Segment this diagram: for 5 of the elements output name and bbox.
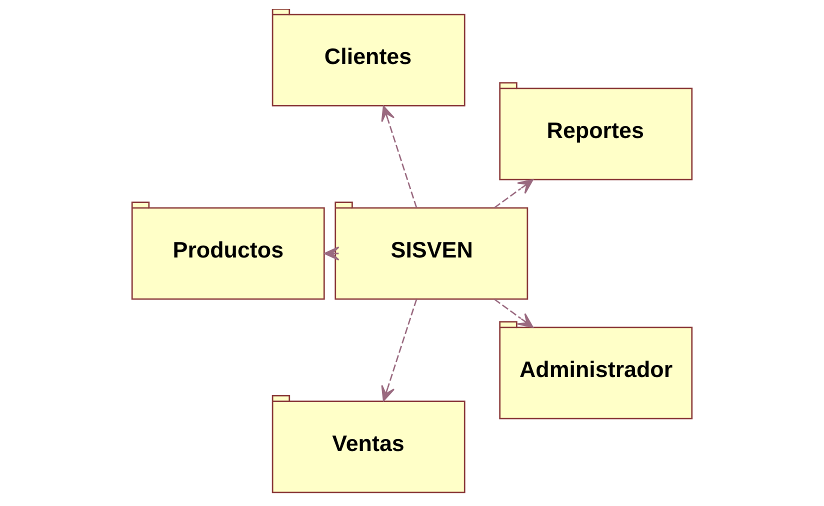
arrow	[381, 298, 418, 401]
arrow	[494, 298, 534, 328]
arrow	[381, 105, 418, 208]
arrow	[494, 178, 534, 208]
arrow	[324, 246, 340, 260]
